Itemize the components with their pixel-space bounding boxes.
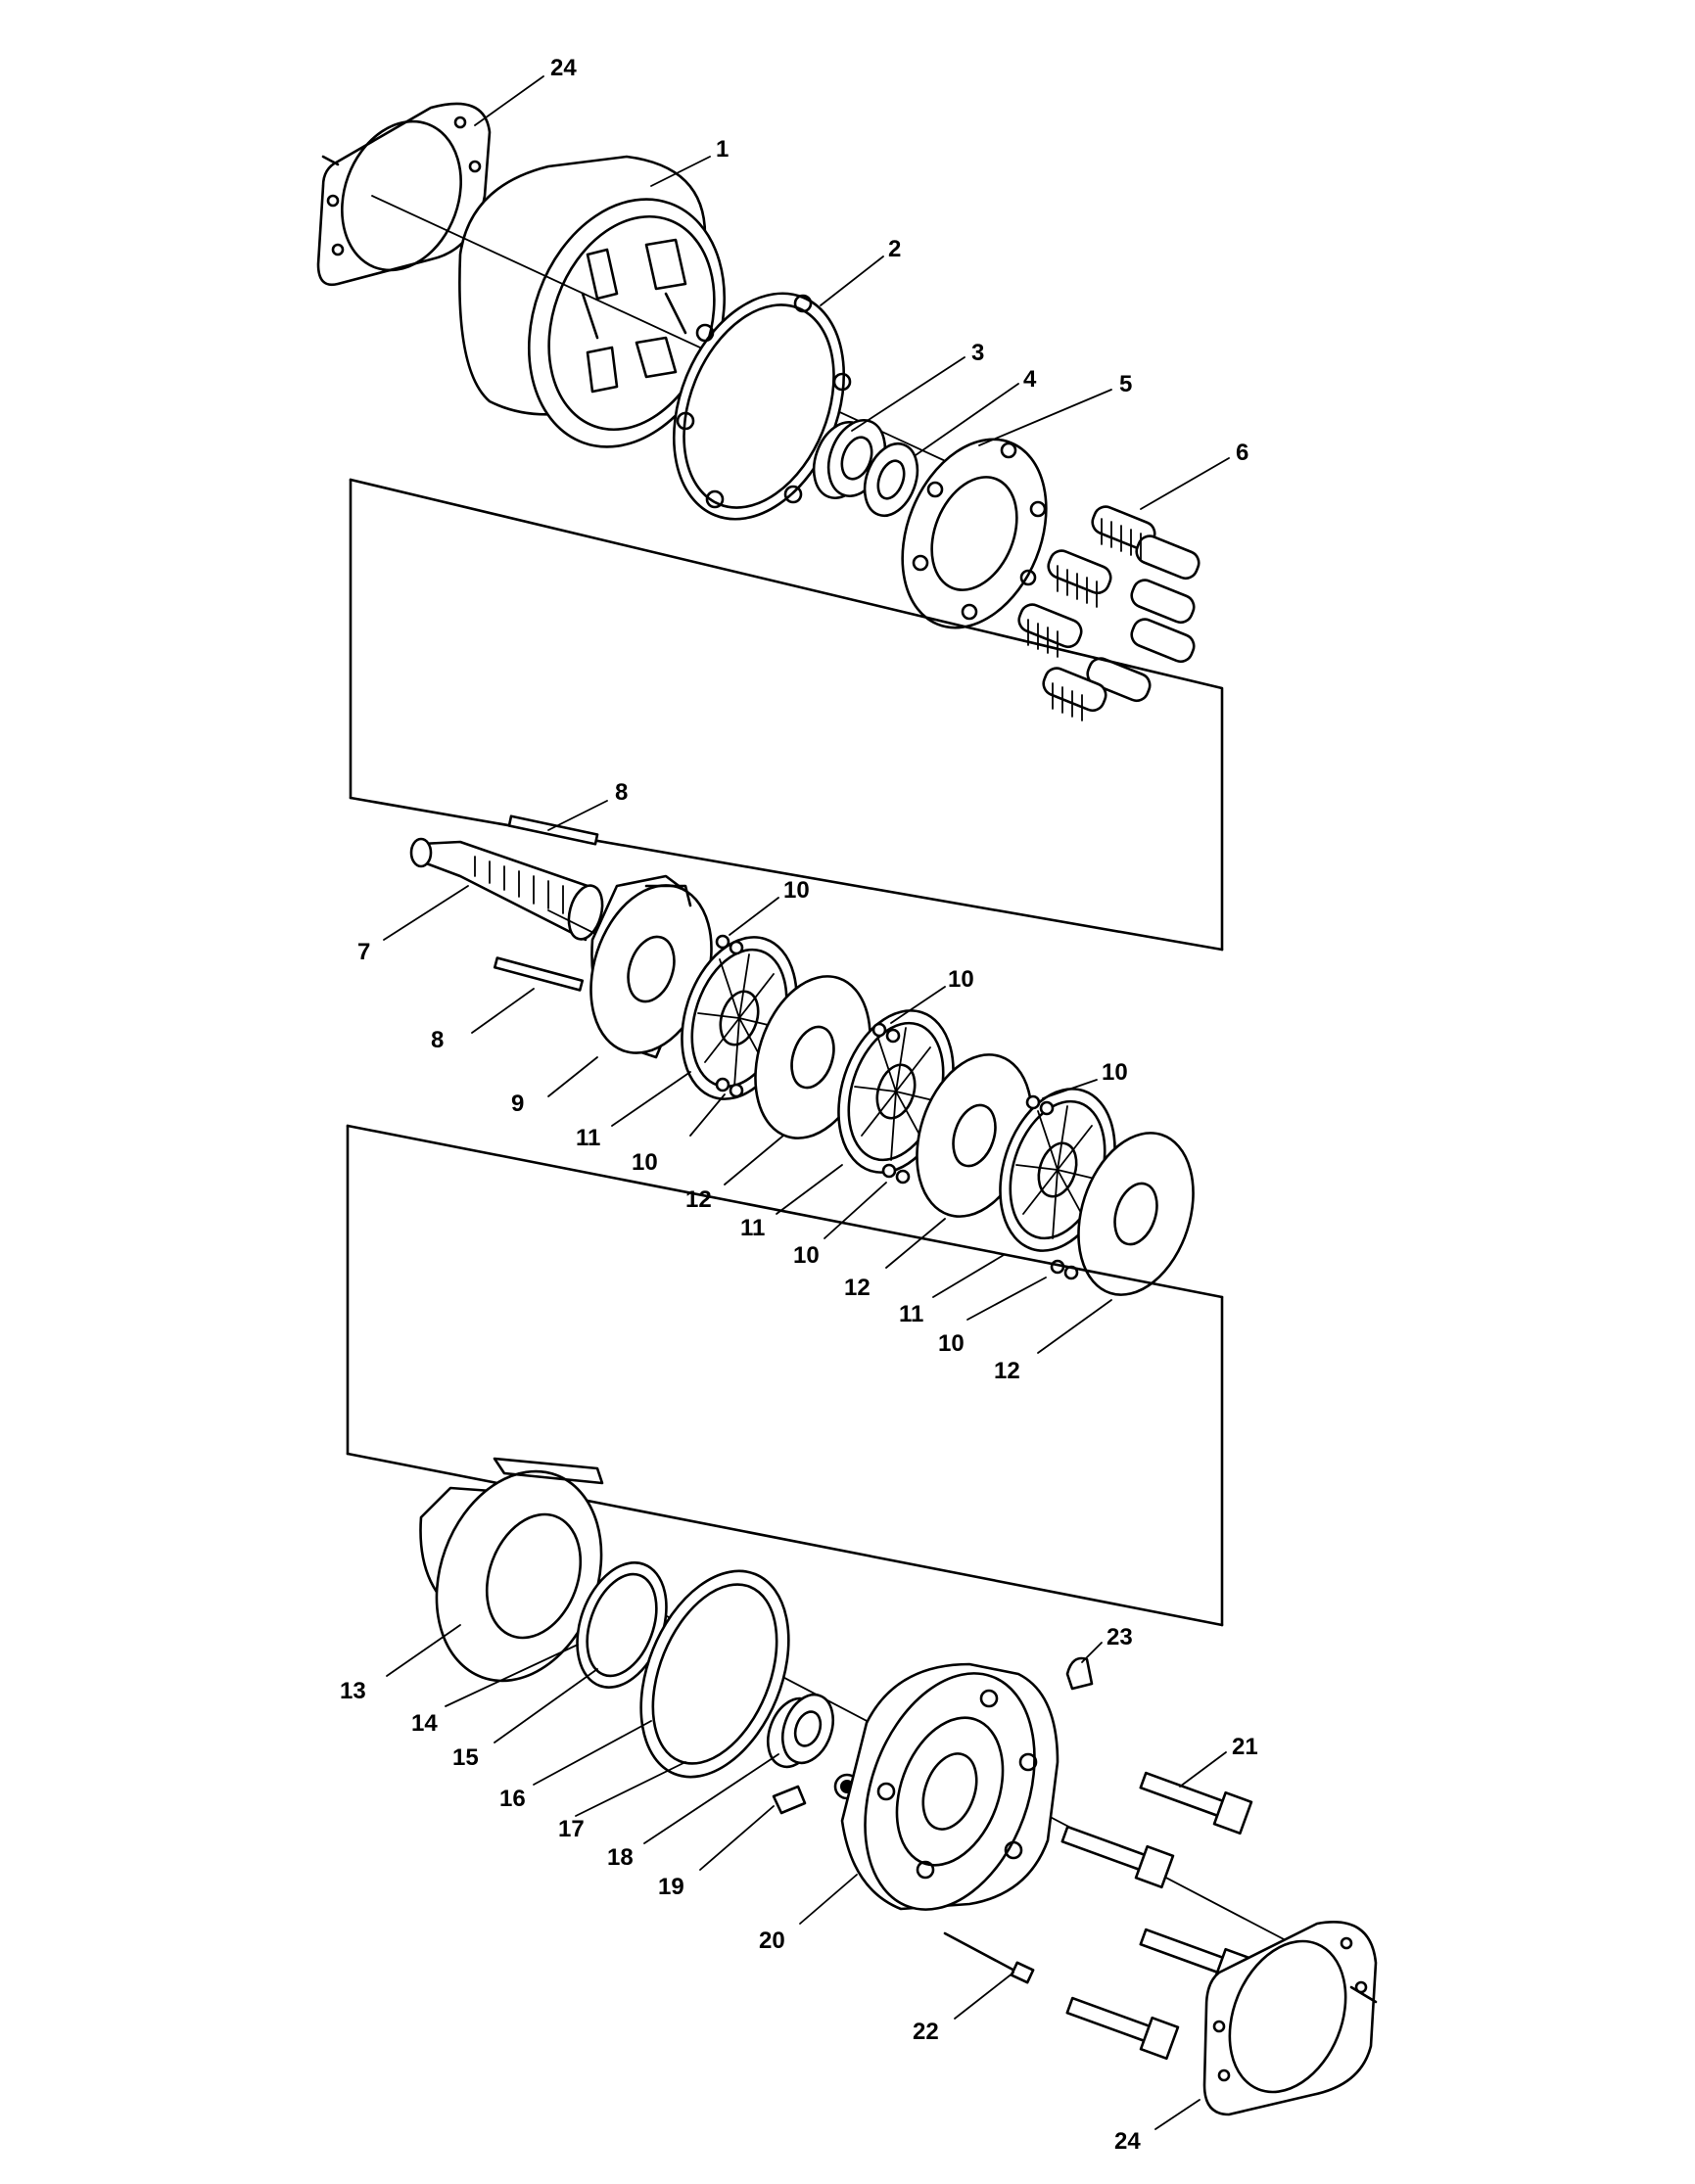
- frame-line-upper: [349, 478, 1224, 952]
- callout-4: 4: [1023, 366, 1037, 393]
- callout-labels: 24 1 2 3 4 5 6 8 7 8 9 10 10 10 11 10 12…: [340, 55, 1258, 2155]
- callout-24-bottom: 24: [1114, 2128, 1141, 2155]
- callout-1: 1: [716, 136, 729, 163]
- callout-6: 6: [1236, 440, 1248, 466]
- callout-10-d: 10: [632, 1149, 658, 1176]
- callout-16: 16: [499, 1786, 526, 1812]
- callout-7: 7: [357, 939, 370, 965]
- frame-line-upper-diag: [349, 796, 1224, 952]
- callout-22: 22: [913, 2019, 939, 2045]
- callout-10-a: 10: [783, 877, 810, 904]
- part-20-cover: [840, 1662, 1059, 1911]
- callout-21: 21: [1232, 1734, 1258, 1760]
- callout-13: 13: [340, 1678, 366, 1704]
- part-6-springs: [1017, 505, 1201, 721]
- callout-10-f: 10: [938, 1330, 965, 1357]
- part-5-plate: [901, 438, 1048, 629]
- leader-lines: [383, 75, 1230, 2130]
- part-1-housing: [458, 155, 727, 448]
- part-21-bolt-4: [1065, 1996, 1180, 2061]
- callout-9: 9: [511, 1091, 524, 1117]
- callout-5: 5: [1119, 371, 1132, 397]
- bottom-assembly: [419, 1457, 1378, 2116]
- callout-23: 23: [1106, 1624, 1133, 1650]
- callout-10-e: 10: [793, 1242, 820, 1269]
- part-8-pin-upper: [507, 814, 599, 846]
- frame-line-lower-diag: [346, 1452, 1224, 1627]
- part-22-pin: [943, 1931, 1035, 1984]
- callout-8-lower: 8: [431, 1027, 444, 1053]
- callout-10-c: 10: [1102, 1059, 1128, 1086]
- part-23-plug: [1065, 1656, 1094, 1691]
- part-14-15-rings: [576, 1561, 668, 1689]
- part-16-17-large-ring: [639, 1569, 790, 1779]
- part-21-bolt-2: [1060, 1825, 1175, 1889]
- callout-11-a: 11: [576, 1125, 600, 1151]
- callout-12-b: 12: [844, 1275, 871, 1301]
- part-21-bolt-1: [1139, 1771, 1253, 1835]
- callout-11-b: 11: [740, 1215, 765, 1241]
- part-8-pin-lower: [493, 956, 585, 992]
- callout-8-upper: 8: [615, 779, 628, 806]
- part-12-plate-3: [1077, 1132, 1195, 1296]
- frame-line-lower-top: [346, 1124, 1224, 1299]
- part-9-plate: [589, 874, 713, 1059]
- callout-20: 20: [759, 1928, 785, 1954]
- callout-11-c: 11: [899, 1301, 923, 1327]
- callout-10-b: 10: [948, 966, 974, 993]
- top-assembly: [316, 102, 1224, 952]
- callout-14: 14: [411, 1710, 438, 1737]
- part-18-bearing: [767, 1693, 834, 1769]
- part-24-gasket-bottom: [1202, 1921, 1378, 2116]
- middle-assembly: [346, 814, 1224, 1627]
- part-24-gasket-top: [316, 102, 492, 287]
- part-4-seal: [863, 441, 919, 518]
- callout-3: 3: [971, 340, 984, 366]
- callout-17: 17: [558, 1816, 585, 1842]
- part-7-shaft: [409, 837, 604, 942]
- callout-24-top: 24: [550, 55, 577, 81]
- callout-12-a: 12: [685, 1186, 712, 1213]
- callout-2: 2: [888, 236, 901, 262]
- callout-15: 15: [452, 1744, 479, 1771]
- callout-19: 19: [658, 1874, 684, 1900]
- callout-12-c: 12: [994, 1358, 1020, 1384]
- callout-18: 18: [607, 1844, 634, 1871]
